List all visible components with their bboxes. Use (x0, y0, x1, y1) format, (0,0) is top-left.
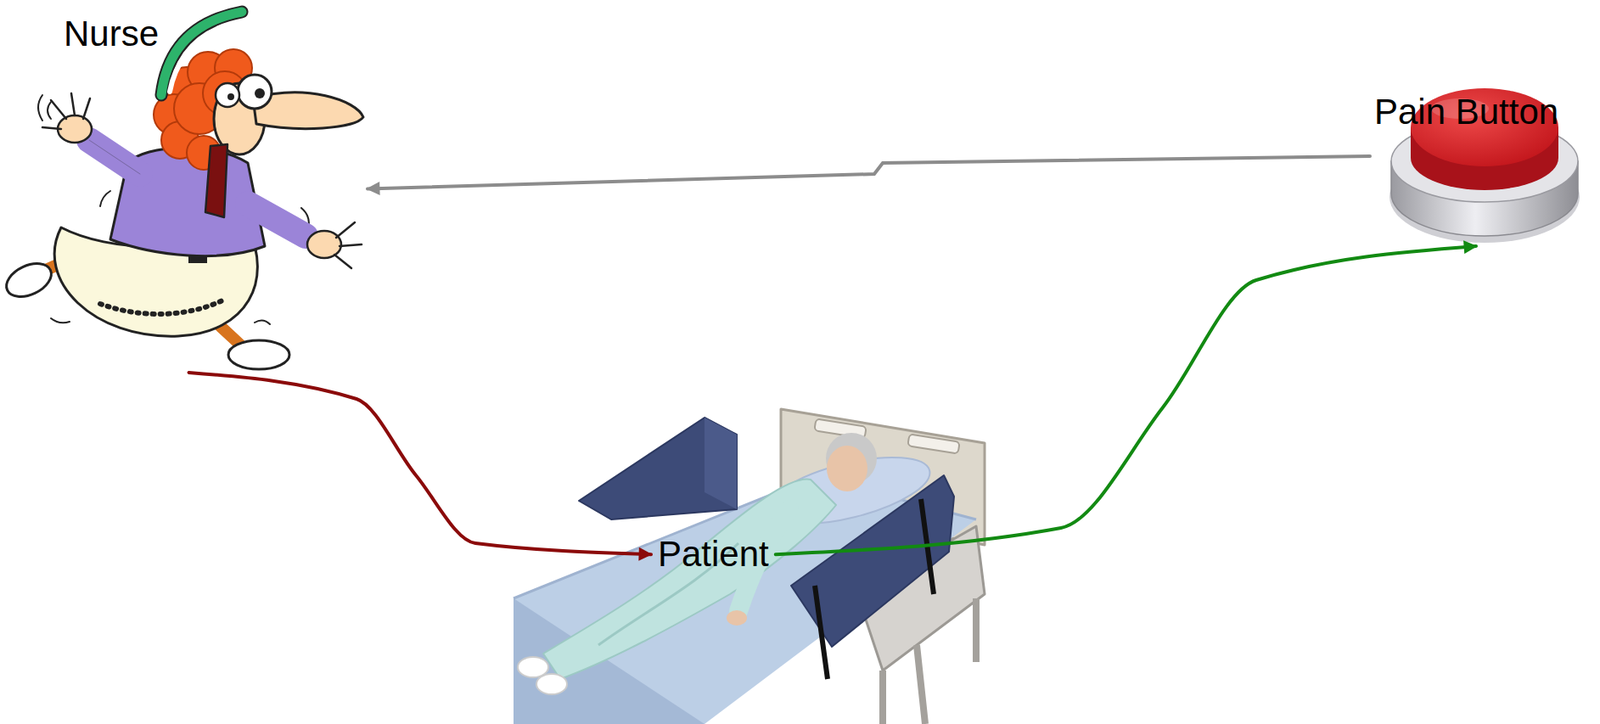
node-label: Nurse (63, 13, 159, 55)
bed-figure (513, 409, 985, 724)
pain-button-node: Pain Button (1369, 66, 1583, 247)
button-figure (1389, 88, 1580, 243)
connector-arrow (189, 372, 652, 555)
node-label: Pain Button (1374, 91, 1559, 133)
connector-arrow (775, 246, 1477, 555)
patient-node: Patient (651, 527, 776, 582)
nurse-node: Nurse (10, 5, 368, 373)
connector-arrow (367, 156, 1370, 190)
nurse-figure (0, 11, 364, 370)
node-label: Patient (657, 533, 770, 575)
